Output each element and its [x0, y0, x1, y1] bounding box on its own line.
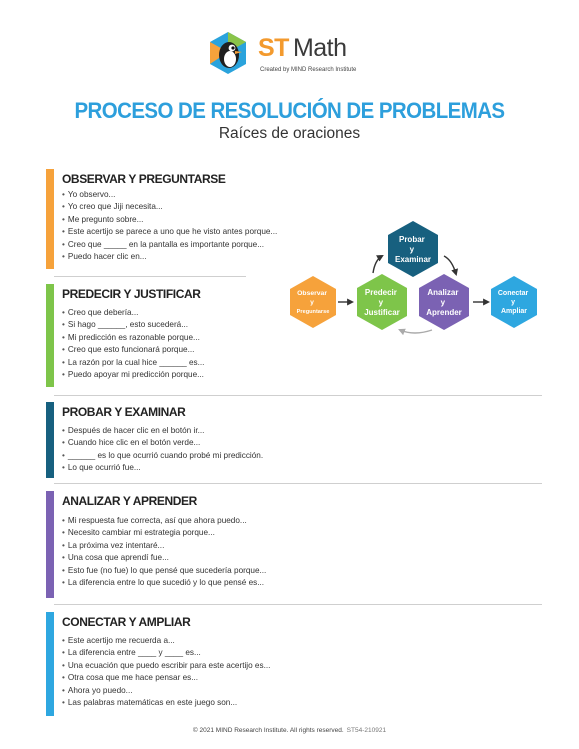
list-item: Este acertijo se parece a uno que he vis…	[62, 226, 277, 238]
list-item: Puedo apoyar mi predicción porque...	[62, 369, 204, 381]
section-analizar: ANALIZAR Y APRENDER Mi respuesta fue cor…	[46, 491, 346, 598]
section-title: PROBAR Y EXAMINAR	[62, 405, 186, 419]
list-item: Otra cosa que me hace pensar es...	[62, 672, 270, 684]
section-predecir: PREDECIR Y JUSTIFICAR Creo que debería..…	[46, 284, 296, 387]
list-item: Puedo hacer clic en...	[62, 251, 277, 263]
list-item: Mi respuesta fue correcta, así que ahora…	[62, 515, 266, 527]
sentence-list: Mi respuesta fue correcta, así que ahora…	[62, 515, 266, 589]
section-observar: OBSERVAR Y PREGUNTARSE Yo observo... Yo …	[46, 169, 296, 269]
svg-text:Predecir y Justifi: Predecir y Justificar	[364, 288, 400, 317]
section-conectar: CONECTAR Y AMPLIAR Este acertijo me recu…	[46, 612, 346, 716]
st-math-logo	[210, 32, 246, 74]
node-analizar: Analizar y Aprender	[419, 274, 469, 330]
arrow-predecir-to-probar	[372, 254, 384, 274]
list-item: Me pregunto sobre...	[62, 214, 277, 226]
footer-copyright: © 2021 MIND Research Institute. All righ…	[192, 727, 344, 734]
list-item: Las palabras matemáticas en este juego s…	[62, 697, 270, 709]
svg-text:Analizar y Aprende: Analizar y Aprender	[426, 288, 462, 317]
list-item: Creo que _____ en la pantalla es importa…	[62, 239, 277, 251]
list-item: Creo que esto funcionará porque...	[62, 344, 204, 356]
section-probar: PROBAR Y EXAMINAR Después de hacer clic …	[46, 402, 346, 478]
list-item: Necesito cambiar mi estrategia porque...	[62, 527, 266, 539]
page-subtitle: Raíces de oraciones	[218, 125, 361, 142]
section-color-bar	[46, 491, 54, 598]
section-divider	[54, 395, 542, 396]
sentence-list: Creo que debería... Si hago ______, esto…	[62, 307, 205, 381]
logo-tagline: Created by MIND Research Institute	[260, 67, 357, 73]
list-item: Ahora yo puedo...	[62, 685, 270, 697]
list-item: Cuando hice clic en el botón verde...	[62, 437, 263, 449]
section-title: CONECTAR Y AMPLIAR	[62, 615, 191, 629]
section-title: OBSERVAR Y PREGUNTARSE	[62, 172, 226, 186]
sentence-list: Después de hacer clic en el botón ir... …	[62, 425, 263, 475]
svg-text:Conectar y Ampliar: Conectar y Ampliar	[498, 290, 530, 315]
section-divider	[54, 483, 542, 484]
section-color-bar	[46, 612, 54, 716]
list-item: Este acertijo me recuerda a...	[62, 635, 270, 647]
list-item: Yo observo...	[62, 189, 277, 201]
list-item: Una cosa que aprendí fue...	[62, 552, 266, 564]
section-color-bar	[46, 169, 54, 269]
list-item: ______ es lo que ocurrió cuando probé mi…	[62, 450, 263, 462]
list-item: Yo creo que Jiji necesita...	[62, 201, 277, 213]
arrow-analizar-to-predecir	[398, 328, 433, 336]
list-item: La diferencia entre lo que sucedió y lo …	[62, 577, 266, 589]
node-conectar: Conectar y Ampliar	[491, 276, 537, 328]
section-title: PREDECIR Y JUSTIFICAR	[62, 287, 201, 301]
sentence-list: Este acertijo me recuerda a... La difere…	[62, 635, 271, 709]
list-item: Creo que debería...	[62, 307, 204, 319]
node-observar: Observar y Preguntarse	[290, 276, 336, 328]
arrow-probar-to-analizar	[443, 255, 459, 277]
section-divider	[54, 604, 542, 605]
section-color-bar	[46, 284, 54, 387]
list-item: La razón por la cual hice ______ es...	[62, 357, 205, 369]
list-item: Si hago ______, esto sucederá...	[62, 319, 204, 331]
list-item: Después de hacer clic en el botón ir...	[62, 425, 263, 437]
footer-code: ST54-210921	[346, 727, 387, 734]
logo-st: ST	[258, 34, 289, 62]
list-item: Una ecuación que puedo escribir para est…	[62, 660, 271, 672]
node-probar: Probar y Examinar	[388, 221, 438, 277]
logo-math: Math	[292, 34, 347, 62]
list-item: La próxima vez intentaré...	[62, 540, 266, 552]
sentence-list: Yo observo... Yo creo que Jiji necesita.…	[62, 189, 277, 263]
list-item: Lo que ocurrió fue...	[62, 462, 263, 474]
list-item: Mi predicción es razonable porque...	[62, 332, 204, 344]
process-diagram: Observar y Preguntarse Predecir y Justif…	[290, 221, 537, 336]
svg-text:Probar y Examinar: Probar y Examinar	[395, 235, 431, 264]
section-divider	[54, 276, 246, 277]
section-color-bar	[46, 402, 54, 478]
list-item: Esto fue (no fue) lo que pensé que suced…	[62, 565, 266, 577]
section-title: ANALIZAR Y APRENDER	[62, 494, 197, 508]
node-predecir: Predecir y Justificar	[357, 274, 407, 330]
list-item: La diferencia entre ____ y ____ es...	[62, 647, 270, 659]
page-title: PROCESO DE RESOLUCIÓN DE PROBLEMAS	[74, 98, 505, 123]
footer: © 2021 MIND Research Institute. All righ…	[0, 727, 579, 734]
svg-text:Observar y Pregunt: Observar y Preguntarse	[297, 290, 330, 315]
